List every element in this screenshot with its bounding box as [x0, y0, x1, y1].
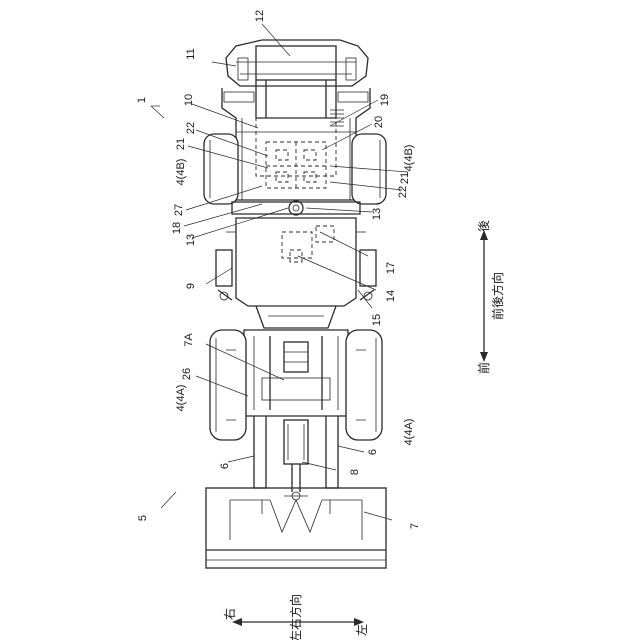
label-7: 7	[409, 523, 421, 529]
label-10: 10	[183, 94, 195, 106]
label-6-left: 6	[219, 463, 231, 469]
label-4A-left: 4(4A)	[175, 385, 187, 412]
left-right-direction: 右 左 左右方向	[222, 594, 369, 640]
label-22-left: 22	[185, 122, 197, 134]
cooling-unit	[256, 46, 336, 118]
label-8: 8	[349, 469, 361, 475]
front-back-direction: 後 前 前後方向	[476, 220, 505, 374]
label-7A: 7A	[183, 333, 195, 347]
label-12: 12	[254, 10, 266, 22]
label-5: 5	[137, 515, 149, 521]
part-labels: 1 5 11 12 10 19 22 20 21 4(4B) 4(4B) 21 …	[136, 10, 421, 529]
cab-platform	[216, 218, 376, 306]
direction-right-label: 右	[222, 608, 237, 620]
label-17: 17	[385, 262, 397, 274]
direction-back-label: 後	[477, 220, 491, 232]
label-21-left: 21	[175, 138, 187, 150]
bucket	[206, 488, 386, 568]
front-tires	[210, 330, 382, 440]
label-6-right: 6	[367, 449, 379, 455]
label-21-right: 21	[399, 172, 411, 184]
label-14: 14	[385, 290, 397, 302]
direction-front-label: 前	[476, 362, 491, 374]
label-1: 1	[136, 97, 148, 103]
left-right-axis-label: 左右方向	[288, 594, 303, 640]
front-neck	[256, 306, 336, 328]
label-15: 15	[371, 314, 383, 326]
rear-tires	[204, 134, 386, 204]
label-19: 19	[379, 94, 391, 106]
rear-counterweight	[226, 40, 368, 86]
label-26: 26	[181, 368, 193, 380]
label-18: 18	[171, 222, 183, 234]
label-13-right: 13	[371, 208, 383, 220]
front-back-axis-label: 前後方向	[490, 272, 505, 320]
label-22-right: 22	[397, 186, 409, 198]
label-11: 11	[185, 48, 197, 59]
label-4B-right: 4(4B)	[403, 145, 415, 172]
label-4A-right: 4(4A)	[403, 419, 415, 446]
center-joint	[232, 201, 360, 215]
label-9: 9	[185, 283, 197, 289]
rear-body	[222, 88, 370, 200]
direction-left-label: 左	[354, 624, 369, 636]
front-frame	[244, 330, 348, 416]
label-13-left: 13	[185, 234, 197, 246]
label-20: 20	[373, 116, 385, 128]
label-4B-left: 4(4B)	[175, 159, 187, 186]
label-27: 27	[173, 204, 185, 216]
